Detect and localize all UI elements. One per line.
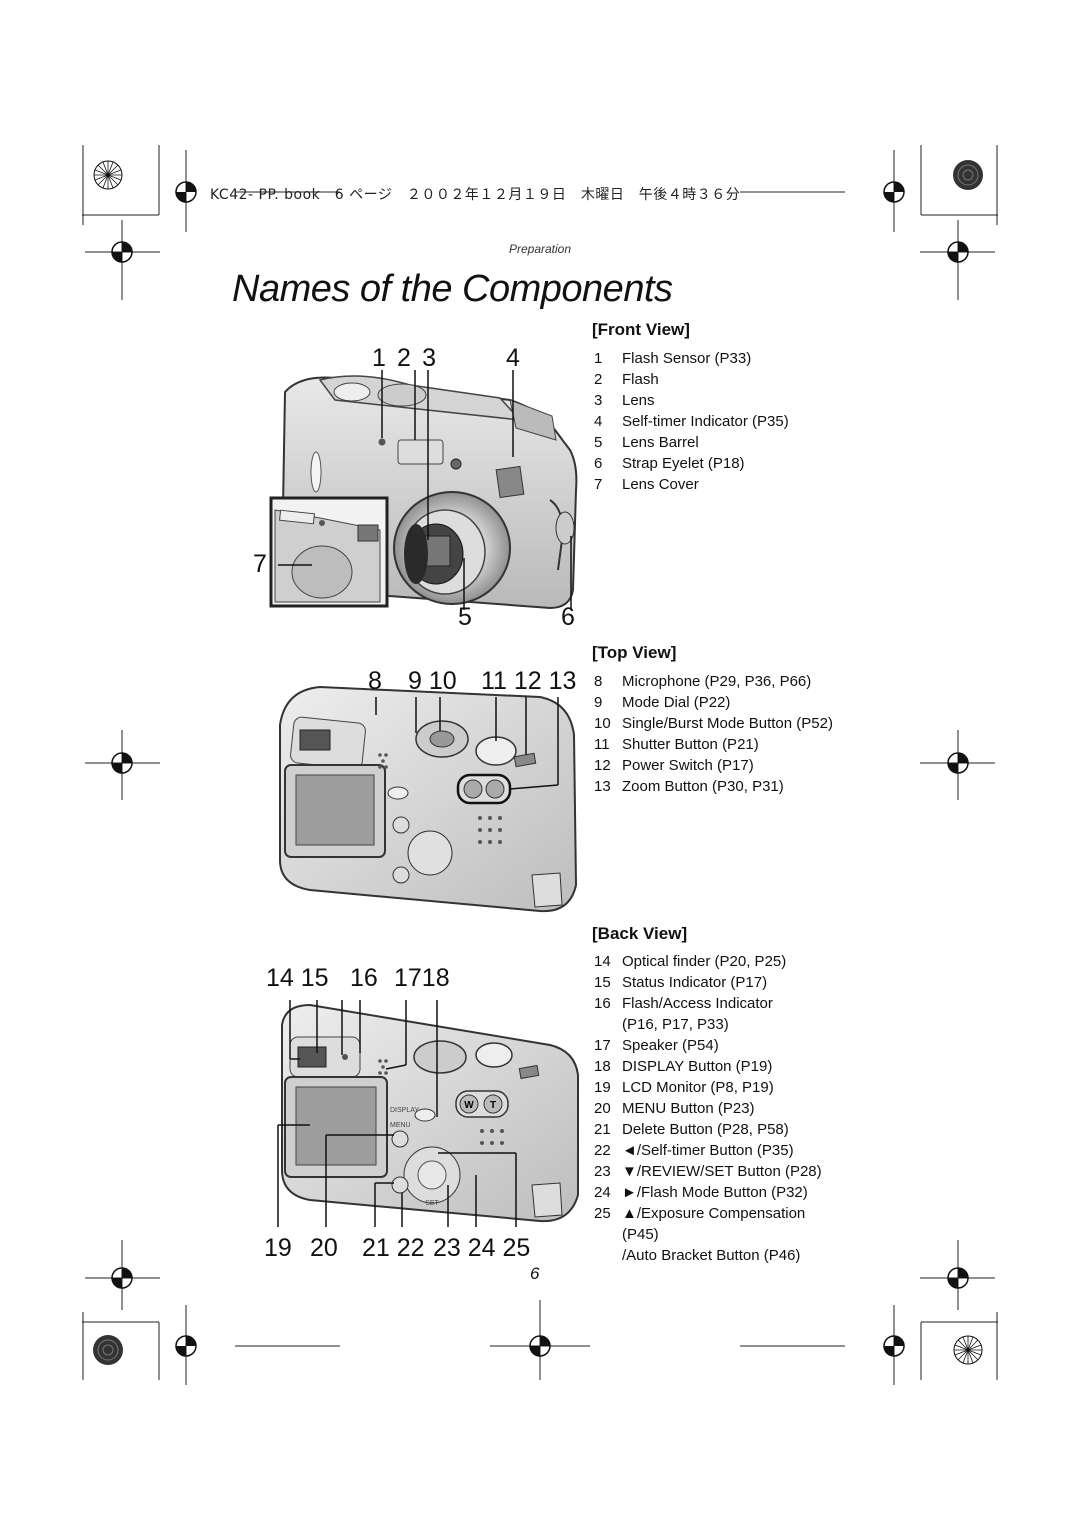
front-view-illustration	[269, 370, 578, 610]
callout-14-15: 14 15	[266, 964, 329, 992]
page-number: 6	[530, 1264, 540, 1283]
menu-label: MENU	[390, 1122, 411, 1129]
list-item: 25▲/Exposure Compensation	[594, 1205, 806, 1222]
back-view-heading: [Back View]	[592, 924, 688, 943]
front-view-heading: [Front View]	[592, 320, 690, 339]
callout-2: 2	[397, 344, 411, 372]
file-info-line: KC42- PP. book 6 ページ ２００２年１２月１９日 木曜日 午後４…	[210, 187, 741, 203]
list-item: (P16, P17, P33)	[622, 1016, 729, 1033]
callout-4: 4	[506, 344, 520, 372]
callout-11-12-13: 11 12 13	[481, 667, 577, 695]
back-view-illustration: W T DISPLAY MENU SET	[277, 1000, 579, 1227]
top-view-heading: [Top View]	[592, 643, 677, 662]
callout-1: 1	[372, 344, 386, 372]
list-item: 23▼/REVIEW/SET Button (P28)	[594, 1163, 822, 1180]
set-label: SET	[425, 1200, 439, 1207]
list-item: (P45)	[622, 1226, 659, 1243]
callout-21-22: 21 22	[362, 1234, 425, 1262]
zoom-tele-label: T	[490, 1100, 496, 1111]
callout-19: 19	[264, 1234, 292, 1262]
callout-20: 20	[310, 1234, 338, 1262]
top-view-illustration	[279, 685, 578, 913]
callout-16: 16	[350, 964, 378, 992]
zoom-wide-label: W	[464, 1100, 474, 1111]
running-head: Preparation	[508, 242, 572, 256]
list-item: 24►/Flash Mode Button (P32)	[594, 1184, 808, 1201]
list-item: /Auto Bracket Button (P46)	[622, 1247, 801, 1264]
display-label: DISPLAY	[390, 1107, 419, 1114]
front-callouts-top: 1 2 3	[372, 344, 436, 373]
callout-7: 7	[253, 550, 267, 578]
callout-6: 6	[561, 603, 575, 631]
list-item: 22◄/Self-timer Button (P35)	[594, 1142, 794, 1159]
callout-9-10: 9 10	[408, 667, 457, 695]
callout-17-18: 1718	[394, 964, 450, 992]
callout-5: 5	[458, 603, 472, 631]
callout-8: 8	[368, 667, 382, 695]
callout-23-24-25: 23 24 25	[433, 1234, 531, 1262]
callout-3: 3	[422, 344, 436, 372]
page-title: Names of the Components	[232, 268, 673, 310]
